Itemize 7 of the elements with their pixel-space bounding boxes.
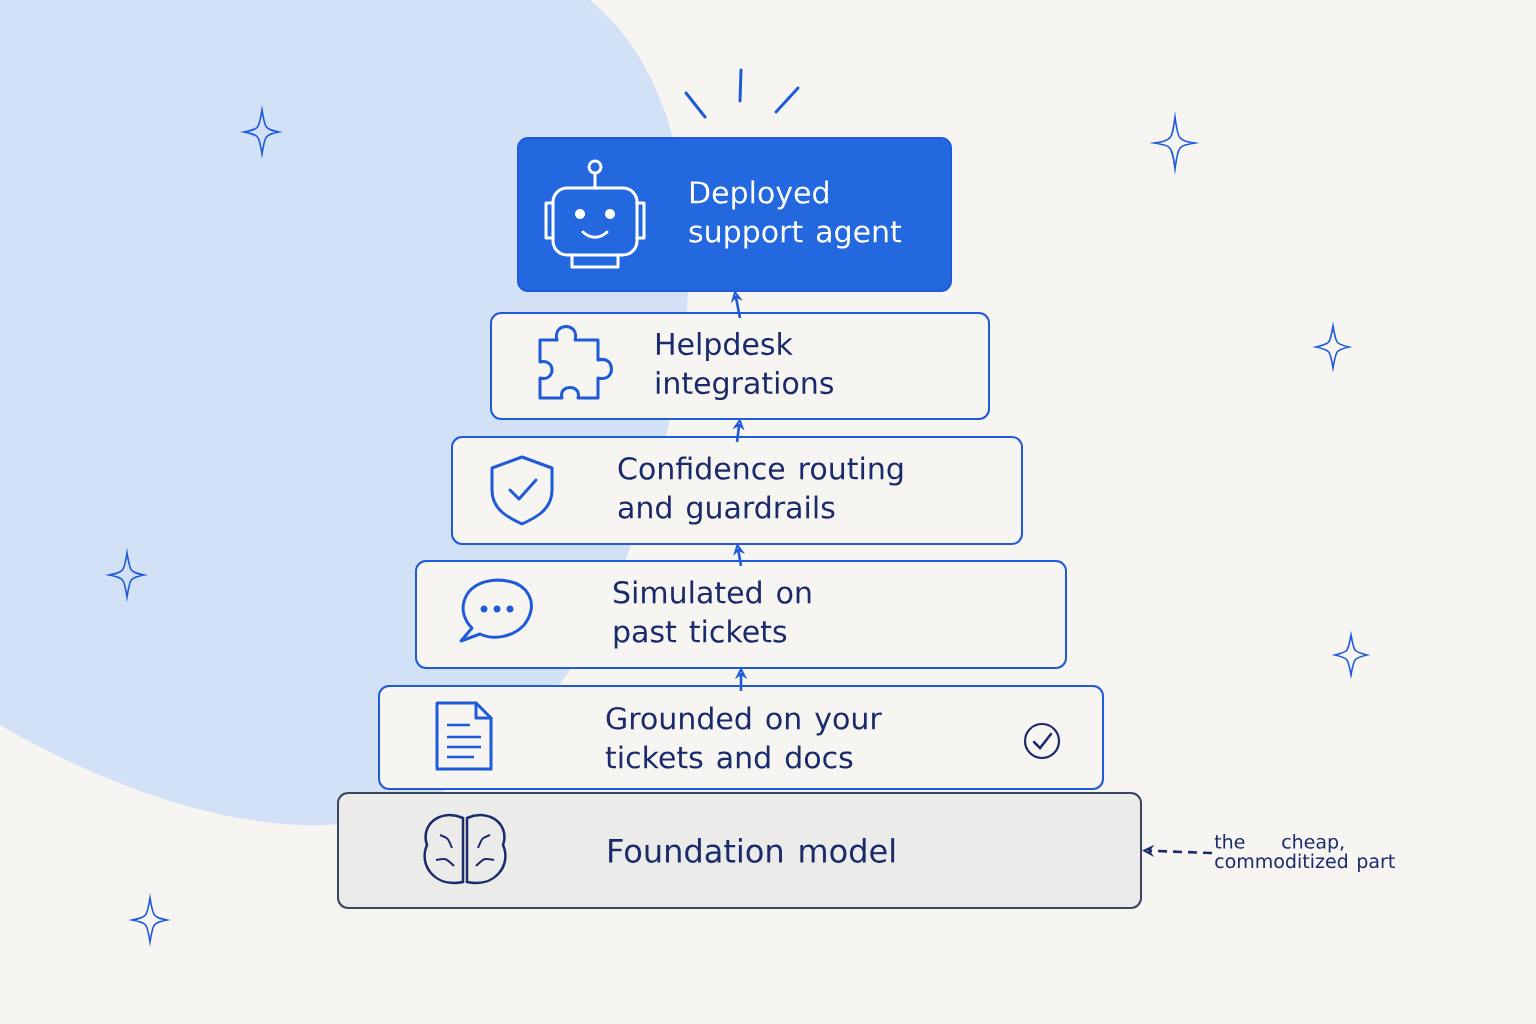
- layer-box: Helpdesk integrations: [490, 312, 990, 420]
- layer-box: Grounded on your tickets and docs: [378, 685, 1104, 790]
- layer-box: Confidence routing and guardrails: [451, 436, 1023, 545]
- layer-box: Foundation model: [337, 792, 1142, 909]
- layer-box: Simulated on past tickets: [415, 560, 1067, 669]
- annotation-text: the cheap, commoditized part: [1214, 834, 1395, 872]
- layer-box: Deployed support agent: [517, 137, 952, 292]
